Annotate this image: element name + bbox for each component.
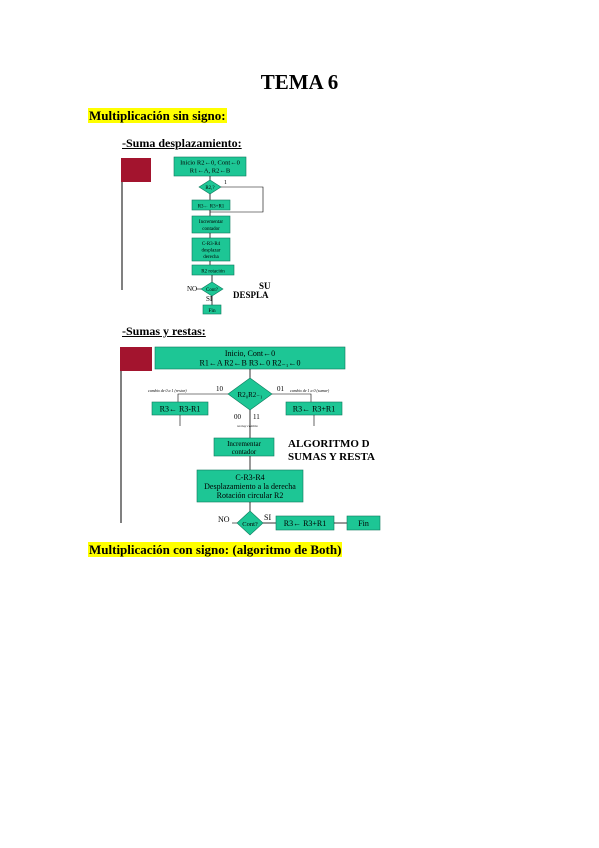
- svg-text:Cont?: Cont?: [242, 521, 258, 528]
- flow2-algo-text-1: ALGORITMO D: [288, 438, 370, 450]
- svg-text:R2,?: R2,?: [205, 186, 215, 191]
- flowchart-shift-add: Inicio R2←0, Cont←0 R1←A, R2←B R2,? 1 R3…: [121, 156, 271, 315]
- svg-text:Fin: Fin: [358, 519, 369, 528]
- section-heading-unsigned: Multiplicación sin signo:: [88, 108, 227, 123]
- flow2-label-00: 00: [234, 413, 242, 421]
- flow1-rotate-box: R2 rotación: [191, 264, 235, 276]
- svg-text:R3← R3+R1: R3← R3+R1: [284, 519, 327, 528]
- svg-text:Incrementar: Incrementar: [199, 220, 223, 225]
- svg-text:Rotación circular R2: Rotación circular R2: [217, 491, 284, 500]
- flow1-decision-r2: R2,?: [198, 179, 222, 195]
- flow2-si-label: SI: [264, 513, 271, 522]
- flow2-label-01: 01: [277, 385, 285, 393]
- svg-text:Desplazamiento a la derecha: Desplazamiento a la derecha: [204, 482, 296, 491]
- svg-text:Inicio, Cont←0: Inicio, Cont←0: [225, 349, 275, 358]
- flow2-note-bottom: no hay cambio: [237, 424, 258, 428]
- svg-text:C-R3-R4: C-R3-R4: [202, 242, 221, 247]
- flow2-algo-text-2: SUMAS Y RESTA: [288, 451, 375, 463]
- flow2-add-box: R3← R3+R1: [285, 401, 343, 416]
- flow2-label-11: 11: [253, 413, 260, 421]
- flow1-side-text-2: DESPLA: [233, 290, 269, 300]
- flow2-note-right: cambio de 1 a 0 (sumar): [290, 388, 330, 393]
- flow2-label-10: 10: [216, 385, 224, 393]
- flow1-bypass-line: [210, 186, 264, 213]
- svg-text:R2₀R2₋₁: R2₀R2₋₁: [238, 391, 263, 399]
- section-heading-signed: Multiplicación con signo: (algoritmo de …: [88, 542, 343, 557]
- svg-text:desplazar: desplazar: [202, 249, 221, 254]
- svg-text:R3← R3+R1: R3← R3+R1: [293, 405, 336, 414]
- flow1-side-text-1: SU: [259, 281, 271, 291]
- page-title: TEMA 6: [260, 70, 339, 94]
- logo-badge-2: [120, 347, 152, 371]
- flow1-increment-box: Incrementar contador: [191, 215, 231, 234]
- flow2-cont-decision: Cont?: [236, 510, 264, 536]
- flow1-add-box: R3← R3+R1: [191, 199, 231, 211]
- flow2-increment-box: Incrementar contador: [213, 437, 275, 457]
- svg-text:R2 rotación: R2 rotación: [201, 270, 225, 275]
- flow1-label-one: 1: [224, 180, 227, 186]
- flow2-decision: R2₀R2₋₁: [227, 377, 273, 411]
- flow1-si-label: SI: [206, 295, 213, 303]
- svg-text:R3← R3+R1: R3← R3+R1: [198, 205, 225, 210]
- flow2-shift-box: C-R3-R4 Desplazamiento a la derecha Rota…: [196, 469, 304, 503]
- svg-text:C-R3-R4: C-R3-R4: [235, 473, 264, 482]
- svg-text:Fin: Fin: [208, 308, 216, 314]
- subheading-shift-add: -Suma desplazamiento:: [122, 136, 242, 150]
- flow2-end-box: Fin: [346, 515, 381, 531]
- svg-text:Inicio R2←0, Cont←0: Inicio R2←0, Cont←0: [180, 160, 240, 167]
- svg-text:contador: contador: [202, 227, 220, 232]
- svg-text:derecha: derecha: [203, 255, 219, 260]
- flow2-no-label: NO: [218, 515, 230, 524]
- svg-text:contador: contador: [232, 448, 257, 456]
- logo-badge-1: [121, 158, 151, 182]
- subheading-add-sub: -Sumas y restas:: [122, 324, 206, 338]
- flow2-init-box: Inicio, Cont←0 R1←A R2←B R3←0 R2₋₁←0: [154, 346, 346, 370]
- flow1-shift-box: C-R3-R4 desplazar derecha: [191, 237, 231, 262]
- flow2-final-add-box: R3← R3+R1: [275, 515, 335, 531]
- svg-text:Incrementar: Incrementar: [227, 440, 261, 448]
- svg-text:R1←A, R2←B: R1←A, R2←B: [190, 168, 231, 175]
- flow2-note-left: cambio de 0 a 1 (restar): [148, 388, 187, 393]
- flowchart-add-sub: Inicio, Cont←0 R1←A R2←B R3←0 R2₋₁←0 R2₀…: [120, 346, 381, 536]
- flow2-sub-box: R3← R3-R1: [151, 401, 209, 416]
- flow1-cont-decision: Cont?: [200, 281, 224, 297]
- flow1-no-label: NO: [187, 285, 197, 293]
- svg-text:Cont?: Cont?: [206, 288, 219, 293]
- svg-text:R3← R3-R1: R3← R3-R1: [160, 405, 201, 414]
- flow1-init-box: Inicio R2←0, Cont←0 R1←A, R2←B: [173, 156, 247, 177]
- flow1-end-box: Fin: [202, 304, 222, 315]
- svg-text:R1←A R2←B R3←0 R2₋₁←0: R1←A R2←B R3←0 R2₋₁←0: [199, 359, 300, 368]
